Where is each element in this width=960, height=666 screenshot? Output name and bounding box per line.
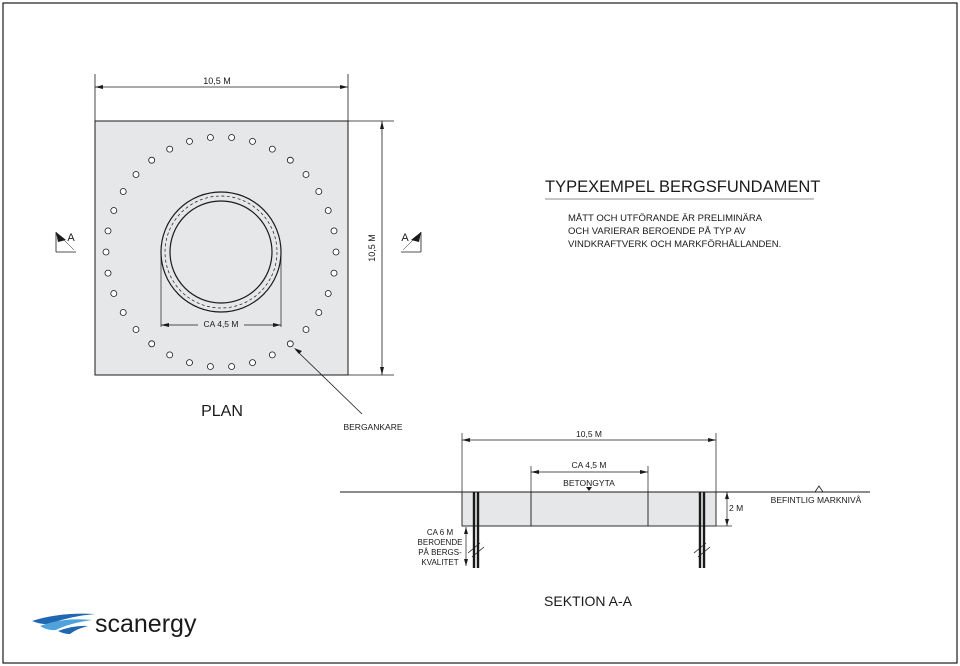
- depth-label: 2 M: [729, 503, 743, 513]
- anchor-hole: [332, 248, 340, 256]
- anchor-depth-line-3: PÅ BERGS-: [418, 548, 462, 557]
- anchor-hole: [148, 156, 156, 164]
- ground-level-label: BEFINTLIG MARKNIVÅ: [771, 495, 862, 505]
- section-width-label: 10,5 M: [576, 429, 602, 439]
- anchor-depth-line-4: KVALITET: [421, 558, 458, 567]
- anchor-hole: [324, 207, 332, 214]
- anchor-hole: [249, 137, 256, 145]
- plan-width-dimension: 10,5 M: [94, 74, 349, 121]
- anchor-depth-dimension: CA 6 M BEROENDE PÅ BERGS- KVALITET: [418, 527, 468, 567]
- anchor-hole: [249, 359, 256, 367]
- anchor-hole: [206, 134, 214, 141]
- anchor-hole: [132, 326, 140, 333]
- anchor-bar-left: [467, 492, 485, 568]
- section-title: SEKTION A-A: [544, 593, 633, 609]
- depth-dimension: 2 M: [716, 492, 743, 527]
- anchor-hole: [166, 351, 174, 359]
- anchor-hole: [110, 290, 118, 297]
- plan-slab: [94, 120, 349, 376]
- concrete-top-marker: [586, 487, 592, 491]
- anchor-hole: [286, 156, 294, 164]
- section-inner-dimension: CA 4,5 M: [530, 460, 649, 492]
- anchor-hole: [268, 145, 276, 153]
- section-width-dimension: 10,5 M: [461, 429, 717, 492]
- anchor-hole: [132, 171, 140, 178]
- anchor-hole: [302, 326, 310, 333]
- anchor-hole: [228, 363, 236, 370]
- svg-text:A: A: [401, 232, 409, 244]
- anchor-hole: [330, 227, 338, 235]
- anchor-hole: [324, 290, 332, 297]
- anchor-hole: [186, 137, 193, 145]
- note-line-2: OCH VARIERAR BEROENDE PÅ TYP AV: [568, 226, 746, 237]
- anchor-hole: [104, 227, 112, 235]
- section-inner-label: CA 4,5 M: [572, 460, 607, 470]
- anchor-hole: [148, 340, 156, 348]
- anchor-bar-right: [693, 492, 711, 568]
- svg-text:A: A: [67, 232, 75, 244]
- drawing-title: TYPEXEMPEL BERGSFUNDAMENT: [545, 178, 820, 196]
- anchor-hole: [102, 248, 110, 256]
- anchor-hole: [119, 188, 127, 195]
- anchor-hole: [110, 207, 118, 214]
- anchor-hole: [186, 359, 193, 367]
- rock-anchor-holes: [102, 134, 340, 370]
- note-line-1: MÅTT OCH UTFÖRANDE ÄR PRELIMINÄRA: [568, 213, 763, 224]
- tower-ring: [160, 191, 282, 327]
- anchor-hole: [286, 340, 294, 348]
- anchor-hole: [104, 269, 112, 277]
- section-marker-left: A: [55, 231, 76, 253]
- note-line-3: VINDKRAFTVERK OCH MARKFÖRHÅLLANDEN.: [568, 239, 781, 250]
- anchor-hole: [330, 269, 338, 277]
- ground-level-marker: [814, 485, 824, 493]
- anchor-hole: [315, 188, 323, 195]
- concrete-top-label: BETONGYTA: [563, 478, 615, 488]
- scanergy-logo: scanergy: [32, 610, 197, 638]
- anchor-hole: [166, 145, 174, 153]
- ring-dimension: CA 4,5 M: [161, 316, 281, 329]
- plan-height-label: 10,5 M: [367, 234, 377, 262]
- section-view: 10,5 M CA 4,5 M BETONGYTA: [340, 429, 870, 609]
- anchor-hole: [228, 134, 236, 141]
- anchor-depth-line-2: BEROENDE: [418, 538, 463, 547]
- anchor-hole: [302, 171, 310, 178]
- anchor-hole: [268, 351, 276, 359]
- anchor-hole: [315, 309, 323, 316]
- logo-swoosh: [32, 613, 95, 625]
- anchor-depth-line-1: CA 6 M: [427, 528, 454, 537]
- anchor-hole: [119, 309, 127, 316]
- plan-width-label: 10,5 M: [203, 76, 231, 86]
- anchor-leader: BERGANKARE: [294, 348, 403, 432]
- concrete-slab: [461, 491, 717, 527]
- ring-dimension-label: CA 4,5 M: [204, 319, 239, 329]
- section-marker-right: A: [401, 231, 422, 253]
- logo-text: scanergy: [95, 610, 197, 638]
- anchor-hole: [206, 363, 214, 370]
- title-block: TYPEXEMPEL BERGSFUNDAMENT MÅTT OCH UTFÖR…: [545, 178, 820, 250]
- plan-view: 10,5 M 10,5 M CA 4,5 M: [55, 74, 422, 432]
- anchor-label: BERGANKARE: [343, 422, 402, 432]
- plan-height-dimension: 10,5 M: [348, 120, 394, 376]
- plan-title: PLAN: [201, 403, 243, 420]
